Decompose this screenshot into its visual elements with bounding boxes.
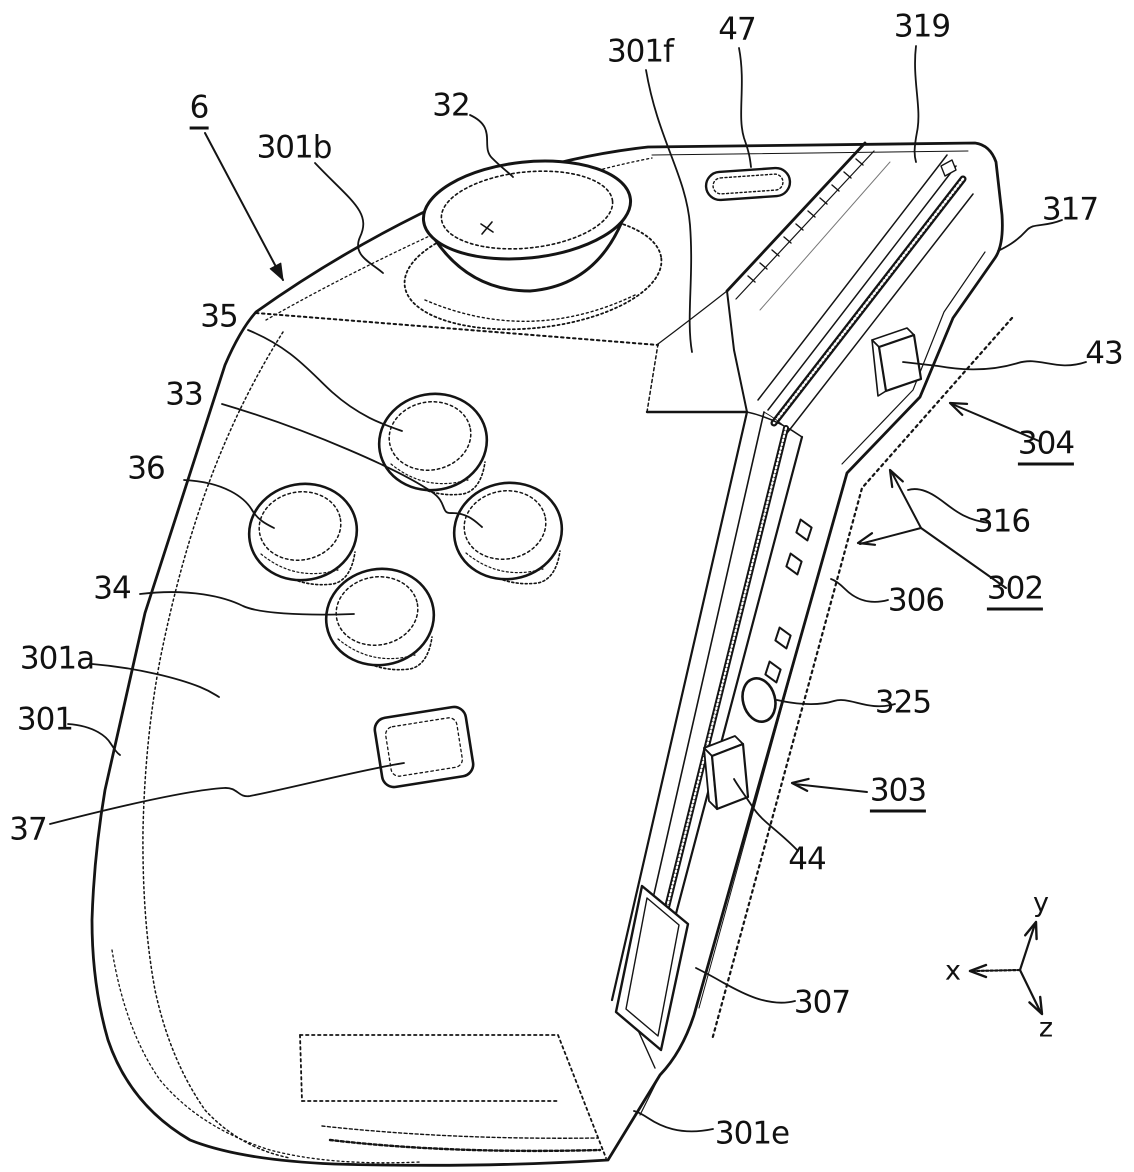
leader-35 [247,329,403,432]
rail-face-features [614,518,813,1052]
leader-47 [738,47,752,168]
diamond-hole-1 [795,518,813,542]
leader-37 [49,762,405,825]
analog-stick [403,159,663,331]
leader-lines [49,45,1087,1133]
leader-301b [314,162,384,274]
axis-y-arrow [1018,920,1038,972]
side-window [614,884,690,1052]
coordinate-axes [968,920,1044,1016]
oval-button [704,166,792,202]
small-side-button-lower [703,735,750,811]
arrow-302-fork [856,468,1007,589]
arrows [204,132,1040,793]
top-corner-rail-block [725,141,974,438]
arrow-303 [790,777,868,793]
axis-x-arrow [968,963,1022,979]
arrow-304 [948,401,1040,442]
diamond-hole-2 [785,552,803,576]
leader-301a [91,663,220,698]
leader-34 [139,591,355,616]
face-button-bottom [324,567,436,671]
arrow-6 [204,132,284,281]
leader-36 [183,479,275,529]
round-hole [741,677,777,723]
leader-307 [695,967,796,1004]
diamond-hole-4 [764,660,782,684]
controller-body-outline [90,141,1004,1167]
corner-front-wedge [645,290,749,414]
leader-306 [830,578,889,603]
leader-317 [997,219,1063,252]
leader-316 [907,488,991,524]
axis-z-arrow [1018,968,1044,1016]
leader-32 [469,114,514,178]
leader-319 [913,45,920,163]
leader-44 [733,778,799,852]
slider-phantom-outline [710,316,1014,1042]
leader-301 [67,723,121,756]
face-button-top [377,392,489,496]
leader-325 [776,699,896,708]
face-button-right [452,481,564,585]
small-side-button-upper [871,327,923,397]
leader-301f [645,69,693,353]
diamond-hole-3 [774,626,792,650]
face-button-left [247,482,359,586]
square-button [373,705,475,789]
leader-33 [221,403,483,528]
leader-43 [902,360,1087,371]
leader-301e [633,1110,714,1133]
